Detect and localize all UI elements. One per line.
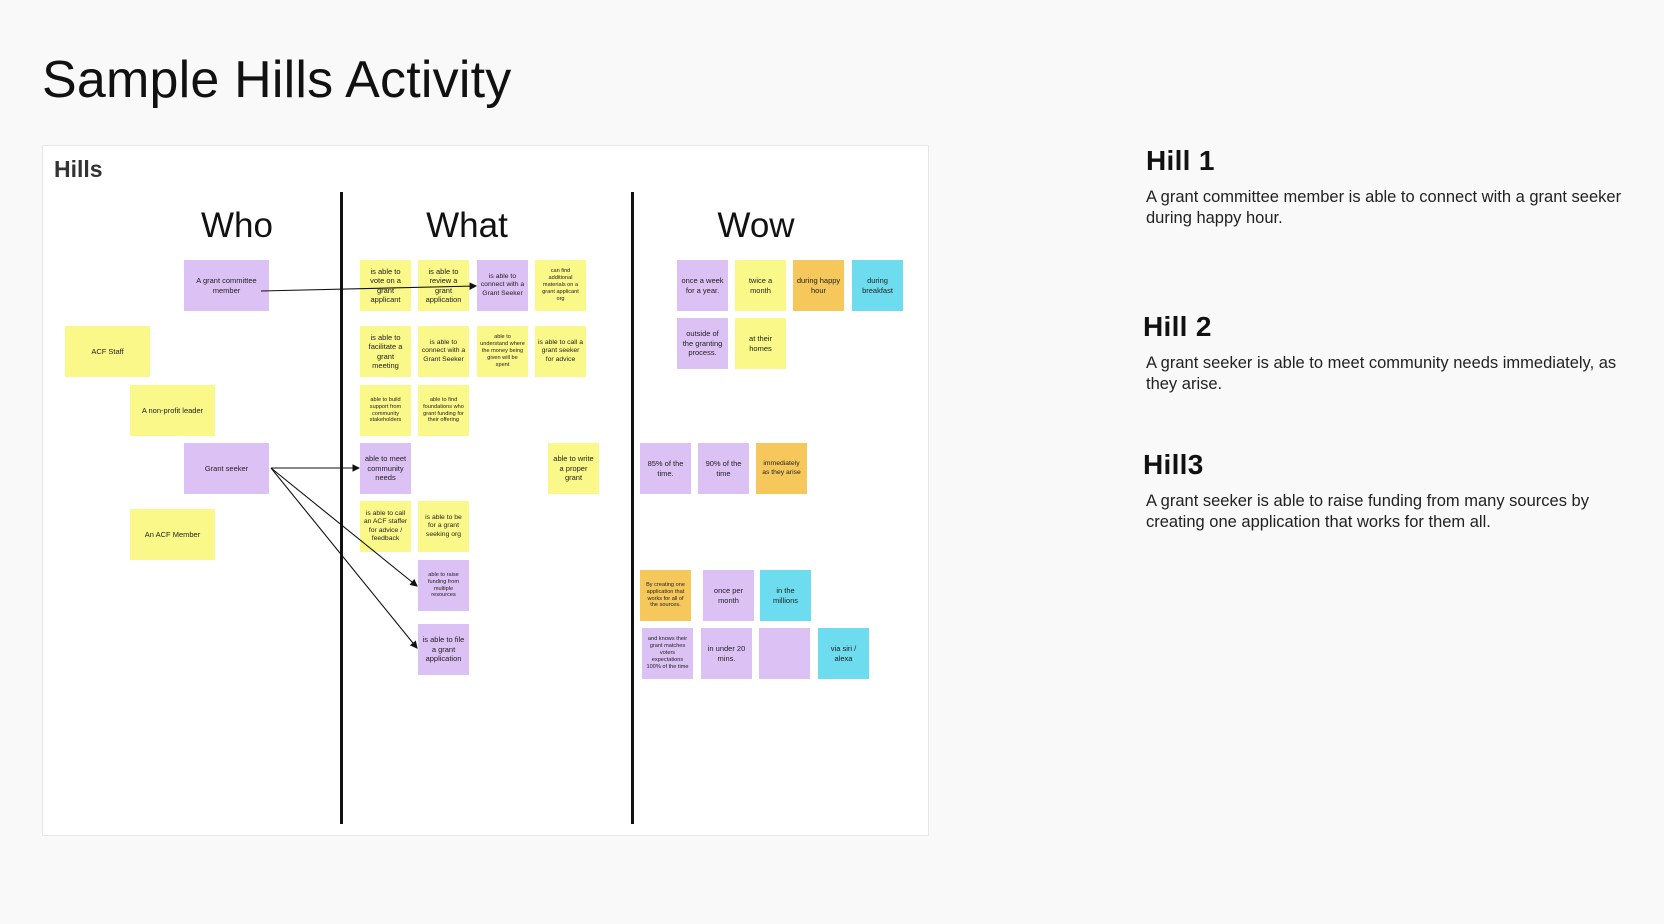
hill-statement: A grant seeker is able to meet community… — [1146, 354, 1617, 394]
sticky-note-what[interactable]: able to build support from community sta… — [360, 385, 411, 436]
sticky-note-what[interactable]: able to write a proper grant — [548, 443, 599, 494]
hill-title: Hill 1 — [1146, 145, 1215, 176]
sticky-note-what[interactable]: is able to connect with a Grant Seeker — [477, 260, 528, 311]
sticky-note-wow[interactable]: once a week for a year. — [677, 260, 728, 311]
hills-board[interactable]: Hills Who What Wow A grant committee mem… — [42, 145, 929, 836]
sticky-note-what[interactable]: is able to vote on a grant applicant — [360, 260, 411, 311]
sticky-note-wow[interactable]: in under 20 mins. — [701, 628, 752, 679]
sticky-note-wow[interactable]: once per month — [703, 570, 754, 621]
hill-statement: A grant committee member is able to conn… — [1146, 188, 1622, 228]
sticky-note-what[interactable]: can find additional materials on a grant… — [535, 260, 586, 311]
sticky-note-who[interactable]: ACF Staff — [65, 326, 150, 377]
sticky-note-wow[interactable]: in the millions — [760, 570, 811, 621]
sticky-note-who[interactable]: Grant seeker — [184, 443, 269, 494]
sticky-note-what[interactable]: is able to call an ACF staffer for advic… — [360, 501, 411, 552]
sticky-note-wow[interactable]: during breakfast — [852, 260, 903, 311]
hill-3: Hill3 A grant seeker is able to raise fu… — [1143, 449, 1633, 534]
column-divider — [631, 192, 634, 824]
sticky-note-what[interactable]: is able to file a grant application — [418, 624, 469, 675]
sticky-note-what[interactable]: is able to facilitate a grant meeting — [360, 326, 411, 377]
column-header-wow: Wow — [717, 206, 795, 245]
page-title: Sample Hills Activity — [42, 51, 512, 109]
sticky-note-what[interactable]: able to meet community needs — [360, 443, 411, 494]
sticky-note-what[interactable]: able to understand where the money being… — [477, 326, 528, 377]
sticky-note-who[interactable]: An ACF Member — [130, 509, 215, 560]
connector-arrow — [270, 467, 418, 649]
sticky-note-wow[interactable]: 85% of the time. — [640, 443, 691, 494]
sticky-note-what[interactable]: able to raise funding from multiple reso… — [418, 560, 469, 611]
sticky-note-wow[interactable]: and knows their grant matches voters exp… — [642, 628, 693, 679]
sticky-note-wow-blank[interactable] — [759, 628, 810, 679]
hill-statement: A grant seeker is able to raise funding … — [1146, 492, 1589, 532]
sticky-note-wow[interactable]: during happy hour — [793, 260, 844, 311]
column-divider — [340, 192, 343, 824]
column-header-who: Who — [201, 206, 273, 245]
sticky-note-wow[interactable]: outside of the granting process. — [677, 318, 728, 369]
board-label: Hills — [54, 156, 103, 182]
sticky-note-what[interactable]: able to find foundations who grant fundi… — [418, 385, 469, 436]
column-header-what: What — [426, 206, 508, 245]
sticky-note-who[interactable]: A grant committee member — [184, 260, 269, 311]
sticky-note-wow[interactable]: at their homes — [735, 318, 786, 369]
sticky-note-wow[interactable]: By creating one application that works f… — [640, 570, 691, 621]
hill-2: Hill 2 A grant seeker is able to meet co… — [1143, 311, 1633, 396]
sticky-note-wow[interactable]: via siri / alexa — [818, 628, 869, 679]
sticky-note-what[interactable]: is able to call a grant seeker for advic… — [535, 326, 586, 377]
sticky-note-wow[interactable]: immediately as they arise — [756, 443, 807, 494]
sticky-note-what[interactable]: is able to be for a grant seeking org — [418, 501, 469, 552]
sticky-note-who[interactable]: A non-profit leader — [130, 385, 215, 436]
hill-title: Hill 2 — [1143, 311, 1212, 342]
sticky-note-what[interactable]: is able to connect with a Grant Seeker — [418, 326, 469, 377]
sticky-note-wow[interactable]: twice a month — [735, 260, 786, 311]
sticky-note-wow[interactable]: 90% of the time — [698, 443, 749, 494]
sticky-note-what[interactable]: is able to review a grant application — [418, 260, 469, 311]
hill-title: Hill3 — [1143, 449, 1204, 480]
hill-1: Hill 1 A grant committee member is able … — [1146, 145, 1636, 230]
